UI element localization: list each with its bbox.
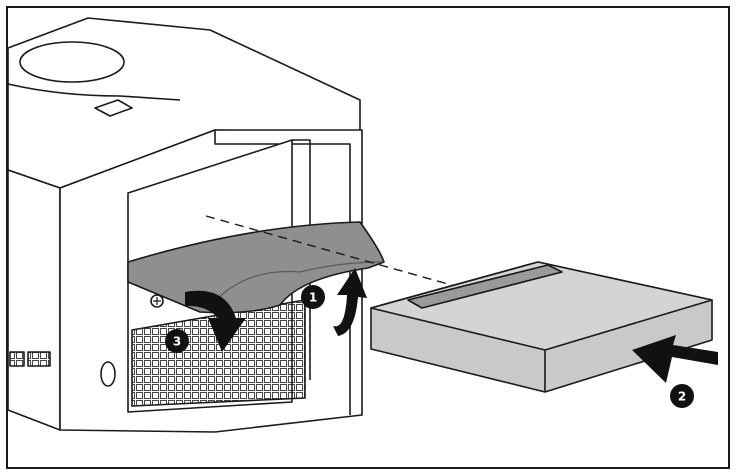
callout-1: 1: [301, 285, 325, 309]
drive-side-port-2: [27, 351, 51, 367]
drive-top-ridge: [7, 83, 121, 97]
drive-top-tab: [94, 99, 133, 117]
curved-arrow-icon: [333, 268, 367, 336]
callout-2: 2: [670, 384, 694, 408]
drive-reel-outline: [19, 41, 125, 83]
callout-1-number: 1: [309, 291, 317, 305]
drive-top-ridge-2: [119, 95, 181, 101]
button-icon: [100, 361, 116, 387]
curved-arrow-icon: [185, 290, 246, 352]
cartridge-icon: [370, 261, 713, 393]
push-arrow-icon: [632, 335, 718, 383]
drive-side-port-1: [9, 351, 25, 367]
door-top-face: [127, 221, 385, 314]
callout-3-number: 3: [173, 335, 181, 349]
drive-side-panel: [7, 169, 61, 431]
cartridge-label-slot: [407, 264, 563, 309]
callout-3: 3: [165, 329, 189, 353]
alignment-guide-line: [205, 215, 456, 287]
callout-2-number: 2: [678, 390, 686, 404]
cartridge-top-face: [370, 261, 713, 351]
drive-door-flap: [127, 221, 385, 314]
